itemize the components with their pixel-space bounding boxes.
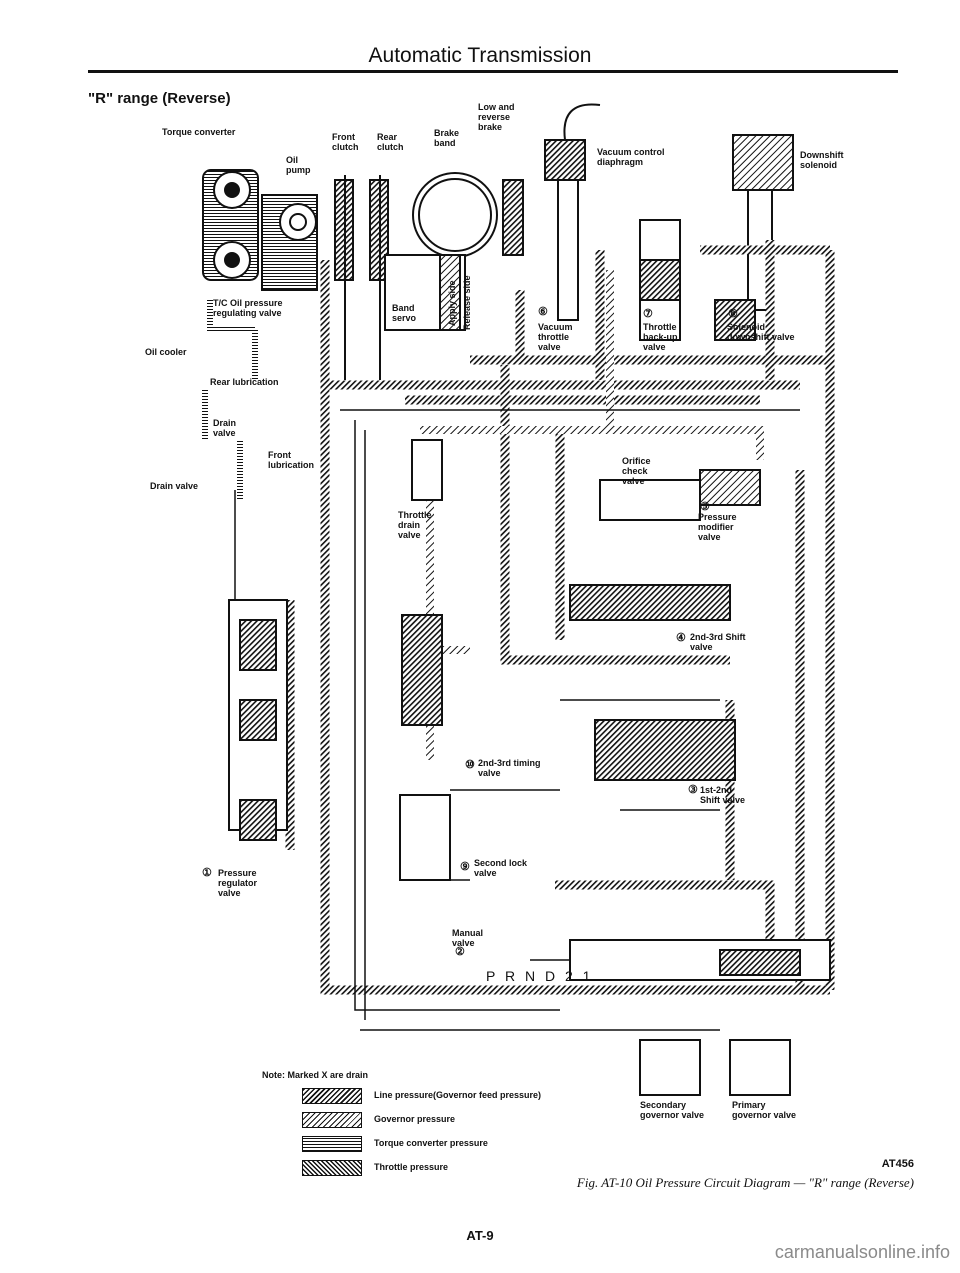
shift-12-valve-icon [594,719,736,781]
legend-swatch [302,1136,362,1152]
throttle-drain-label: Throttle drain valve [398,510,432,540]
valve-number-5: ⑤ [700,501,710,513]
section-title: "R" range (Reverse) [88,90,231,107]
pressure-modifier-valve-icon [599,479,701,521]
rear-clutch-label: Rear clutch [377,132,404,152]
solenoid-downshift-label: Solenoid downshift valve [727,322,795,342]
release-side-label: Release side [462,275,472,330]
valve-number-7: ⑦ [643,308,653,320]
figure-caption: Fig. AT-10 Oil Pressure Circuit Diagram … [576,1175,914,1190]
orifice-check-label: Orifice check valve [622,456,651,486]
second-lock-label: Second lock valve [474,858,528,878]
valve-number-1: ① [202,867,212,879]
rear-lubrication-label: Rear lubrication [210,377,279,387]
torque-converter-label: Torque converter [162,127,236,137]
manual-valve-label: Manual valve [452,928,484,948]
page-header: Automatic Transmission [368,44,592,67]
vacuum-diaphragm-icon [544,103,601,321]
throttle-drain-valve-icon [411,439,443,501]
valve-number-4: ④ [676,632,686,644]
torque-converter-icon [202,169,318,291]
oil-pump-label: Oil pump [286,155,311,175]
legend-label: Line pressure(Governor feed pressure) [374,1090,542,1100]
vacuum-throttle-label: Vacuum throttle valve [538,322,573,352]
brake-band-icon [412,172,524,258]
legend-swatch [302,1112,362,1128]
oil-cooler-label: Oil cooler [145,347,187,357]
valve-bodies [228,299,831,1096]
valve-number-6: ⑥ [538,306,548,318]
valve-number-9: ⑨ [460,861,470,873]
valve-number-2: ② [455,946,465,958]
primary-governor-label: Primary governor valve [732,1100,797,1120]
brake-band-label: Brake band [434,128,460,148]
throttle-backup-label: Throttle back-up valve [643,322,678,352]
range-selector-label: P R N D 2 1 [486,968,594,984]
second-lock-valve-icon [399,794,451,881]
watermark: carmanualsonline.info [774,1242,950,1262]
timing-23-label: 2nd-3rd timing valve [478,758,541,778]
secondary-governor-icon [639,1039,701,1096]
downshift-solenoid-icon [732,134,794,311]
pressure-modifier-label: Pressure modifier valve [698,512,737,542]
valve-number-3: ③ [688,784,698,796]
legend-note: Note: Marked X are drain [262,1070,369,1080]
legend-swatch [302,1088,362,1104]
figure-code: AT456 [881,1158,914,1170]
tc-pressure-lines [202,300,258,500]
legend-label: Throttle pressure [374,1162,449,1172]
front-lubrication-label: Front lubrication [268,450,315,470]
legend-label: Torque converter pressure [374,1138,488,1148]
primary-governor-icon [729,1039,791,1096]
pressure-regulator-label: Pressure regulator valve [218,868,258,898]
valve-number-8: ⑧ [728,308,738,320]
front-clutch-label: Front clutch [332,132,359,152]
apply-side-label: Apply side [447,280,457,326]
timing-valve-icon [401,614,443,726]
valve-number-10: ⑩ [465,759,475,771]
downshift-solenoid-label: Downshift solenoid [800,150,844,170]
shift-23-label: 2nd-3rd Shift valve [690,632,746,652]
vacuum-diaphragm-label: Vacuum control diaphragm [597,147,665,167]
band-servo-label: Band servo [392,303,417,323]
legend-swatch [302,1160,362,1176]
page-number: AT-9 [466,1228,494,1243]
header-rule [88,70,898,73]
line-pressure-network [235,240,835,995]
shift-12-label: 1st-2nd Shift valve [700,785,746,805]
drain-valve-label: Drain valve [213,418,237,438]
tc-valve-label: T/C Oil pressure regulating valve [213,298,283,318]
legend-label: Governor pressure [374,1114,456,1124]
secondary-governor-label: Secondary governor valve [640,1100,705,1120]
low-reverse-brake-label: Low and reverse brake [478,102,515,132]
drain-valve-2-label: Drain valve [150,481,199,491]
shift-23-valve-icon [569,584,731,621]
clutch-packs-icon [334,175,389,380]
